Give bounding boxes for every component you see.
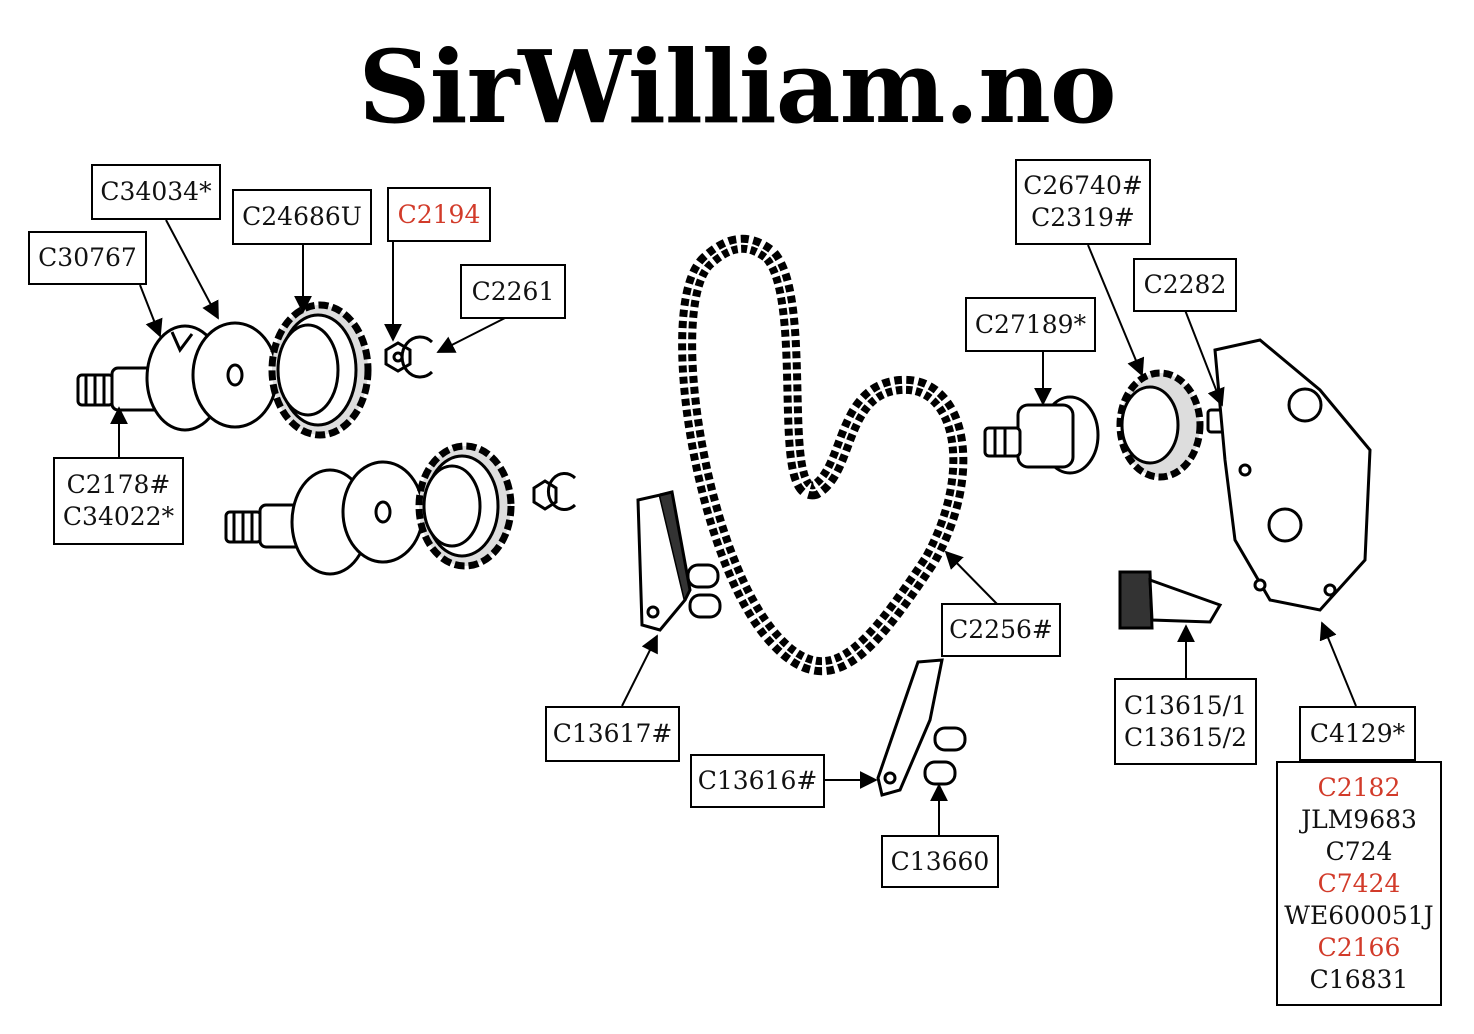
chain-guides bbox=[636, 490, 967, 797]
label-c13660: C13660 bbox=[881, 835, 999, 888]
upper-sprocket-assembly bbox=[76, 301, 434, 439]
part-number: C724 bbox=[1325, 836, 1393, 866]
label-c24686u: C24686U bbox=[232, 189, 372, 245]
lower-sprocket-assembly bbox=[224, 442, 577, 576]
part-number: C2319# bbox=[1031, 203, 1135, 232]
part-number: C2194 bbox=[397, 199, 481, 229]
label-c13616: C13616# bbox=[690, 754, 825, 808]
part-number: C2166 bbox=[1317, 932, 1401, 962]
part-number: C13616# bbox=[697, 766, 818, 795]
label-c30767: C30767 bbox=[28, 231, 147, 285]
part-number: C13615/1 bbox=[1124, 690, 1247, 720]
label-c13617: C13617# bbox=[545, 706, 680, 762]
part-number: C7424 bbox=[1317, 868, 1401, 898]
part-number: C13617# bbox=[552, 719, 673, 748]
timing-chain bbox=[678, 234, 968, 676]
part-number: C24686U bbox=[242, 202, 362, 231]
part-number: JLM9683 bbox=[1301, 804, 1417, 834]
part-number: C34022* bbox=[62, 502, 175, 531]
label-c4129: C4129* bbox=[1299, 706, 1416, 761]
part-number: C2282 bbox=[1143, 270, 1227, 299]
part-number: C2261 bbox=[471, 276, 555, 306]
label-c34034: C34034* bbox=[91, 164, 221, 220]
part-number: C2182 bbox=[1317, 772, 1401, 802]
label-c2194: C2194 bbox=[387, 187, 491, 242]
label-c2282: C2282 bbox=[1133, 258, 1237, 312]
part-number: C34034* bbox=[100, 177, 212, 206]
part-number: C16831 bbox=[1309, 964, 1409, 994]
leader-lines bbox=[110, 219, 1357, 835]
part-number: C2178# bbox=[66, 470, 171, 499]
part-number: C13660 bbox=[890, 846, 990, 876]
label-c2178: C2178# C34022* bbox=[53, 457, 184, 545]
label-c2261: C2261 bbox=[460, 264, 566, 319]
site-title: SirWilliam.no bbox=[358, 28, 1116, 146]
part-number: WE600051J bbox=[1284, 900, 1434, 930]
part-number: C27189* bbox=[974, 309, 1087, 339]
part-number: C30767 bbox=[38, 243, 137, 272]
label-c2256: C2256# bbox=[941, 603, 1061, 657]
label-c27189: C27189* bbox=[965, 297, 1096, 352]
label-c26740: C26740# C2319# bbox=[1015, 159, 1151, 245]
right-parts bbox=[983, 338, 1372, 630]
part-number: C26740# bbox=[1023, 171, 1143, 200]
part-number: C4129* bbox=[1309, 718, 1406, 748]
part-number: C2256# bbox=[949, 615, 1053, 644]
label-kit-list: C2182 JLM9683 C724 C7424 WE600051J C2166… bbox=[1276, 761, 1442, 1006]
part-number: C13615/2 bbox=[1124, 722, 1247, 752]
